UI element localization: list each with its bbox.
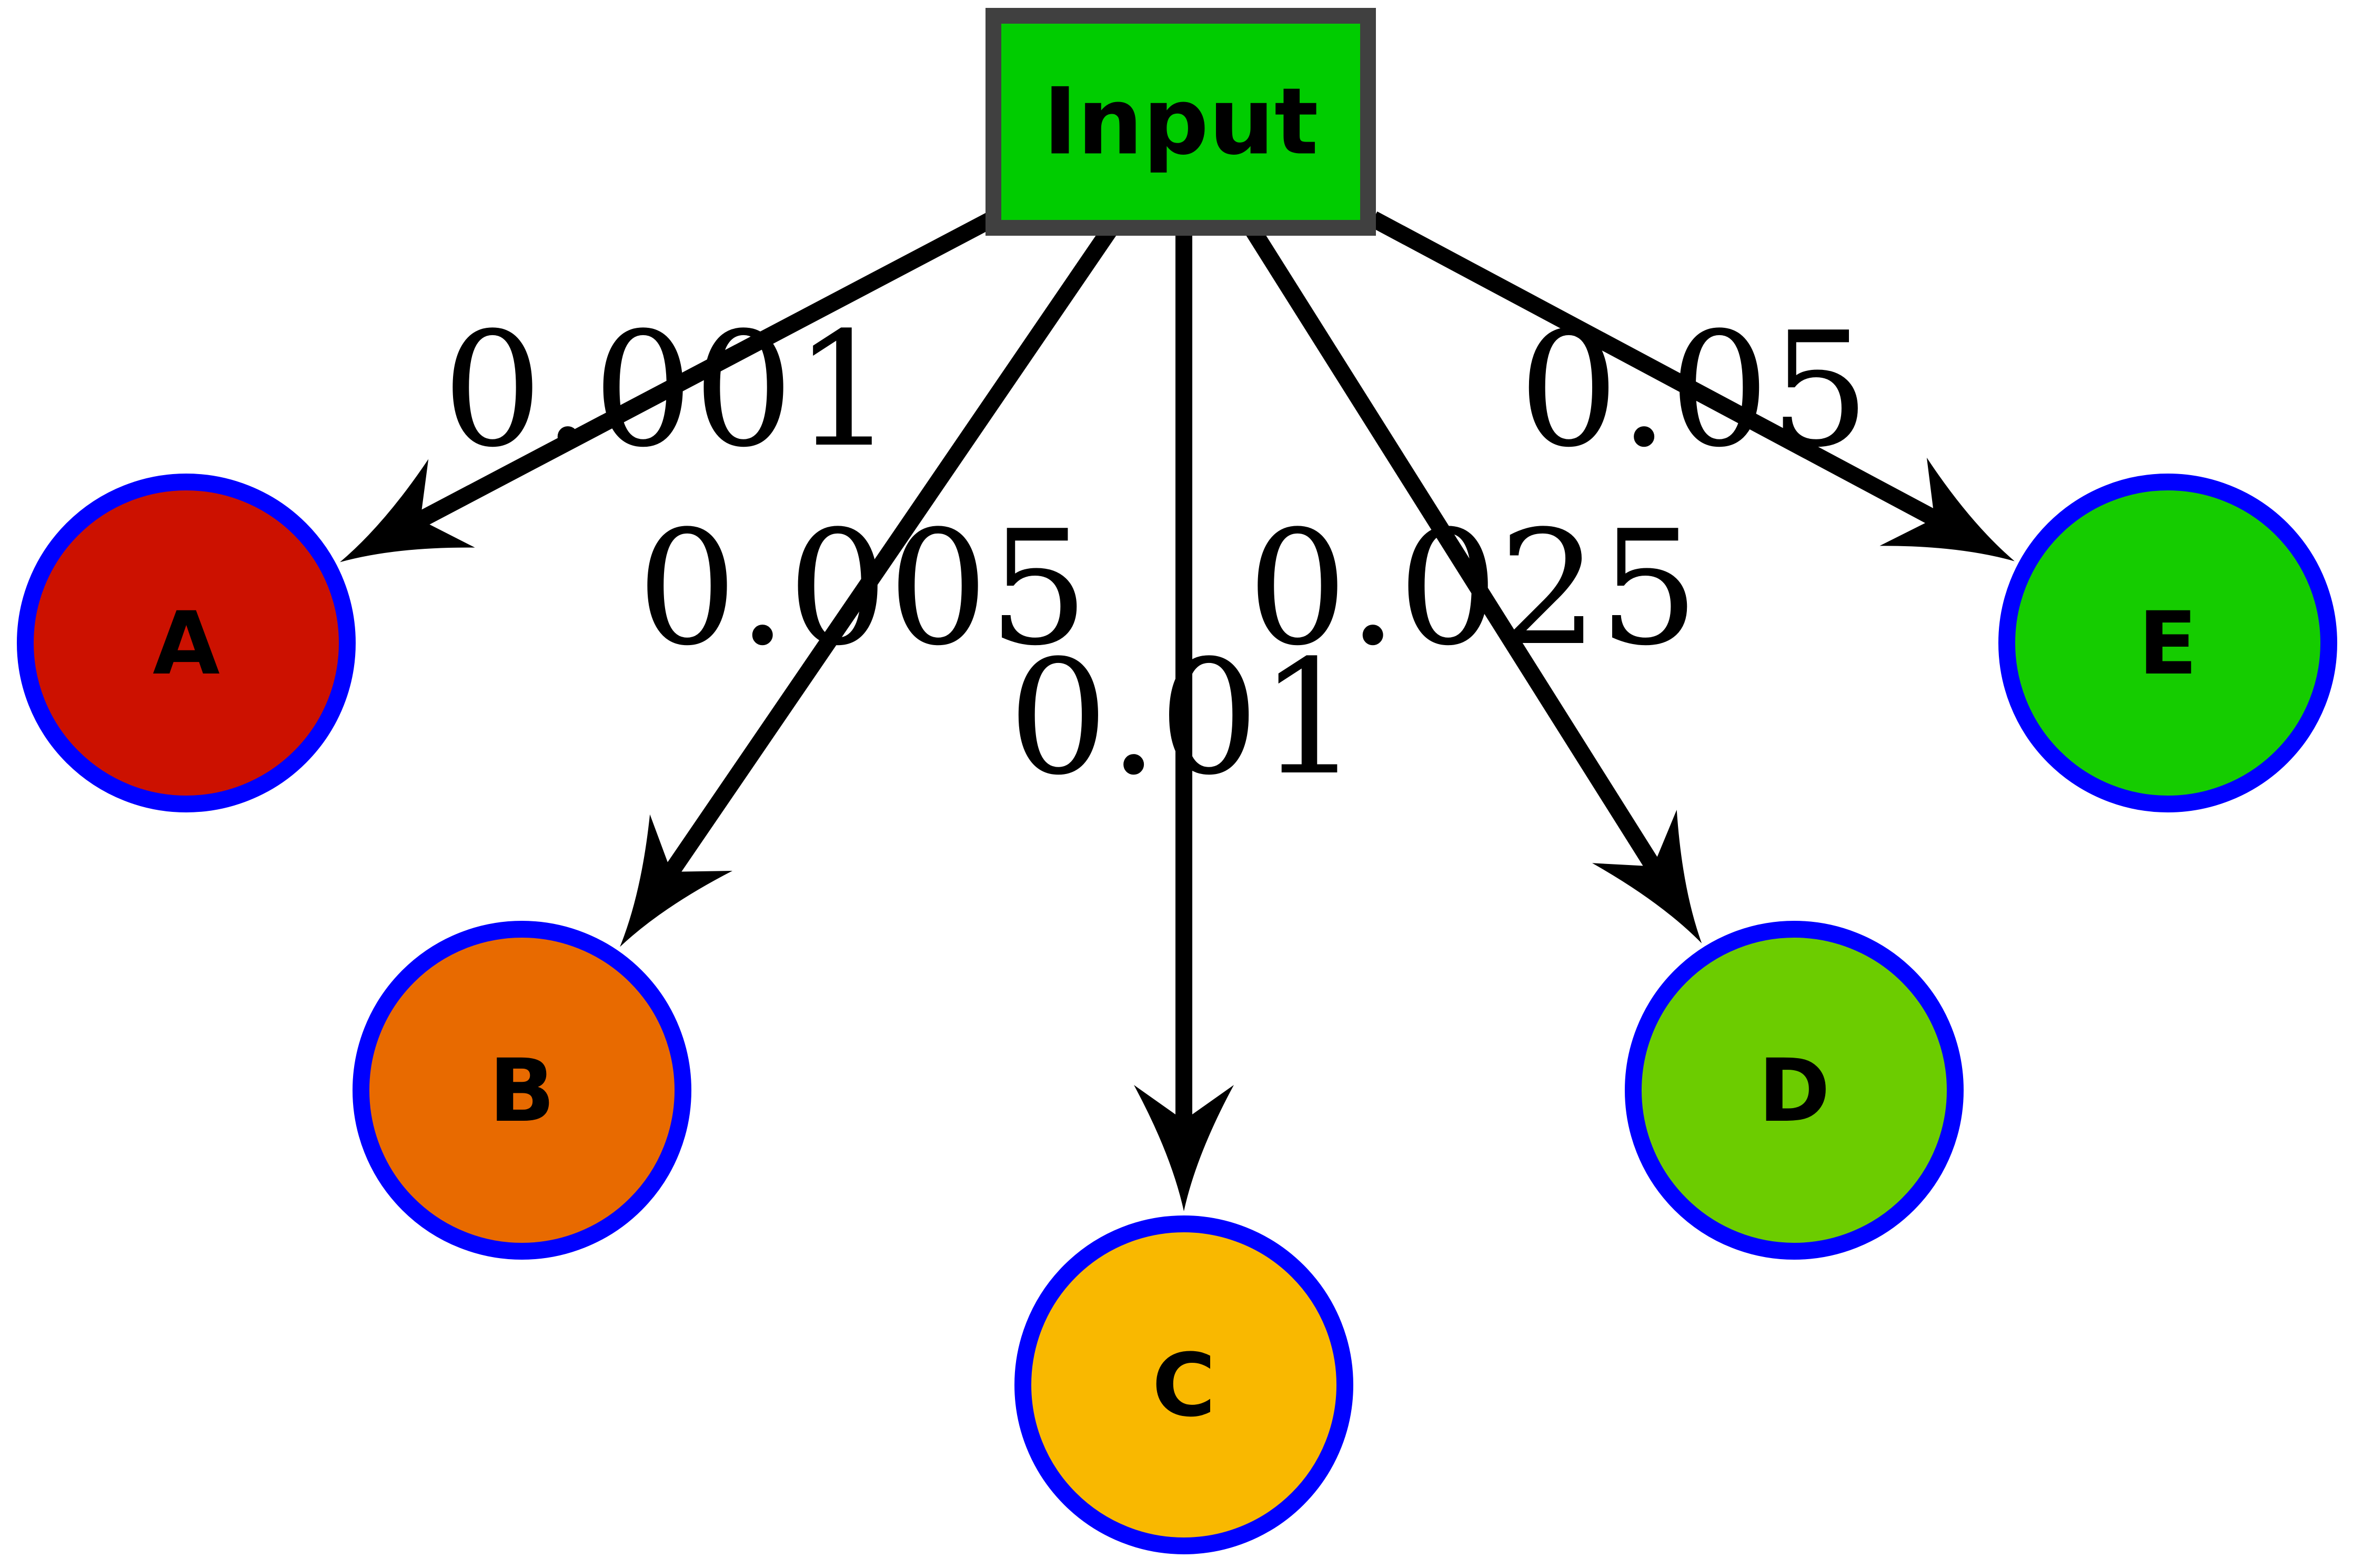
- edge-label-b: 0.005: [637, 497, 1089, 680]
- node-c-circle: [1014, 1215, 1353, 1554]
- node-a-label: A: [153, 593, 220, 694]
- arrowhead-to-d: [1592, 810, 1702, 943]
- node-a-circle: [17, 474, 356, 812]
- node-b-label: B: [489, 1040, 555, 1141]
- edge-input-to-a: [397, 211, 997, 538]
- input-node-box: [986, 8, 1376, 236]
- node-c-label: C: [1152, 1335, 1215, 1436]
- arrowhead-to-a: [340, 459, 475, 562]
- edge-input-to-e: [1369, 211, 1957, 536]
- edge-label-d: 0.025: [1248, 497, 1700, 680]
- arrowhead-to-c: [1134, 1085, 1234, 1211]
- edges-layer: [340, 211, 2015, 1211]
- node-d-label: D: [1758, 1040, 1831, 1141]
- node-b-circle: [353, 921, 691, 1260]
- node-e-circle: [1998, 474, 2337, 812]
- node-e-label: E: [2138, 593, 2198, 694]
- edge-input-to-d: [1245, 225, 1672, 889]
- node-d-circle: [1625, 921, 1964, 1260]
- edge-label-a: 0.001: [443, 298, 894, 482]
- edge-label-c: 0.01: [1008, 626, 1360, 810]
- arrowhead-to-b: [620, 814, 733, 947]
- edge-label-e: 0.05: [1519, 298, 1870, 482]
- edge-input-to-b: [652, 224, 1118, 894]
- input-node-label: Input: [1043, 69, 1318, 176]
- arrowhead-to-e: [1879, 457, 2015, 561]
